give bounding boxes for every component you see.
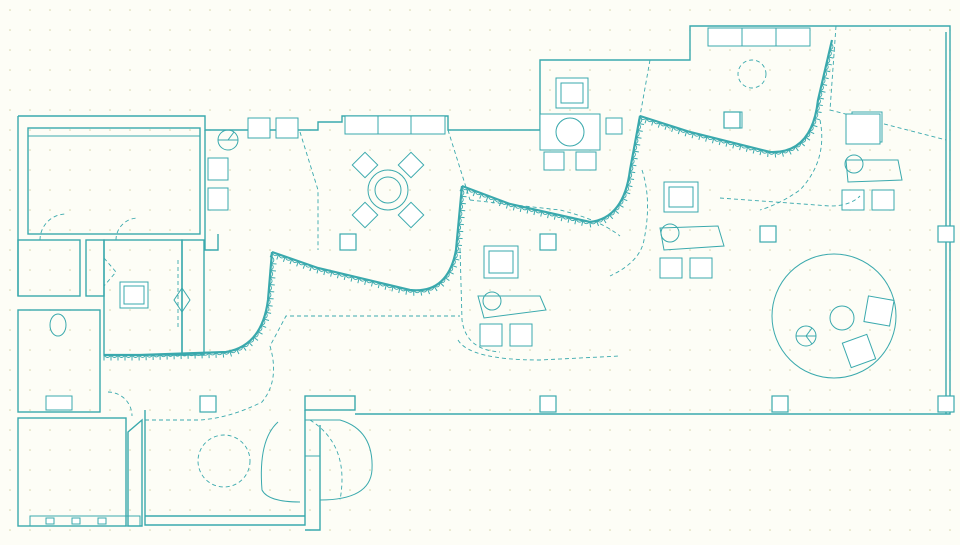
- chair-icon: [207, 157, 229, 181]
- sofa-icon: [344, 115, 446, 135]
- lounge-area: [344, 115, 471, 229]
- chair-icon: [659, 257, 683, 279]
- workstations: [459, 113, 903, 353]
- circulation-lines: [457, 195, 861, 361]
- sofa-icon: [707, 27, 811, 47]
- round-table-icon: [829, 305, 855, 331]
- round-table-icon: [367, 169, 409, 211]
- restroom: [17, 309, 101, 413]
- column: [339, 233, 357, 251]
- column: [723, 111, 741, 129]
- column: [539, 395, 557, 413]
- column: [759, 225, 777, 243]
- column: [937, 225, 955, 243]
- table-icon: [539, 113, 601, 151]
- meeting-room: [27, 127, 201, 235]
- column: [199, 395, 217, 413]
- storage-room: [17, 239, 81, 297]
- chair-icon: [509, 323, 533, 347]
- chair-icon: [689, 257, 713, 279]
- chair-icon: [247, 117, 271, 139]
- chair-icon: [479, 323, 503, 347]
- chair-icon: [871, 189, 895, 211]
- chair-icon: [575, 151, 597, 171]
- reception-area: [127, 315, 460, 527]
- armchair-icon: [863, 295, 895, 327]
- corner-office: [204, 117, 319, 251]
- column: [771, 395, 789, 413]
- chair-icon: [841, 189, 865, 211]
- glass-partitions: [103, 39, 836, 361]
- chair-icon: [207, 187, 229, 211]
- cafe-area: [539, 59, 651, 171]
- round-lounge: [771, 253, 897, 379]
- chair-icon: [543, 151, 565, 171]
- structural-columns: [199, 111, 955, 413]
- column: [539, 233, 557, 251]
- column: [937, 395, 955, 413]
- chair-icon: [275, 117, 299, 139]
- armchair-icon: [841, 333, 877, 369]
